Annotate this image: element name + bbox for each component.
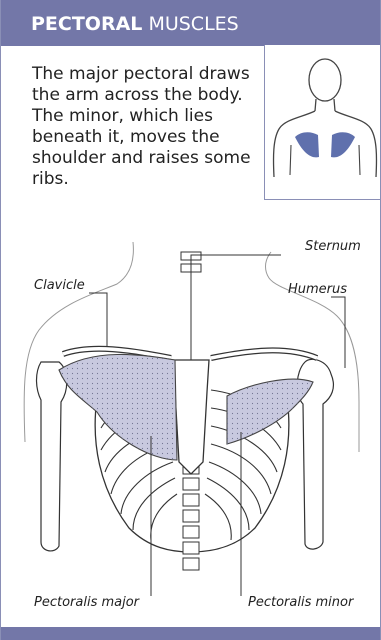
body-thumbnail: [264, 45, 381, 200]
title-rest: MUSCLES: [142, 13, 238, 35]
left-pectoral-shape: [295, 132, 319, 157]
footer-bar: [1, 627, 381, 640]
ribcage-illustration: [1, 212, 381, 622]
label-pectoralis-major: Pectoralis major: [34, 596, 139, 610]
intro-text: The major pectoral draws the arm across …: [32, 64, 258, 190]
right-pectoral-shape: [331, 132, 355, 157]
torso-outline-figure: [265, 45, 381, 200]
label-pectoralis-minor: Pectoralis minor: [248, 596, 353, 610]
label-clavicle: Clavicle: [34, 279, 85, 293]
label-humerus: Humerus: [288, 283, 347, 297]
label-sternum: Sternum: [305, 240, 361, 254]
title-strong: PECTORAL: [31, 13, 142, 35]
header-bar: PECTORAL MUSCLES: [1, 0, 381, 46]
